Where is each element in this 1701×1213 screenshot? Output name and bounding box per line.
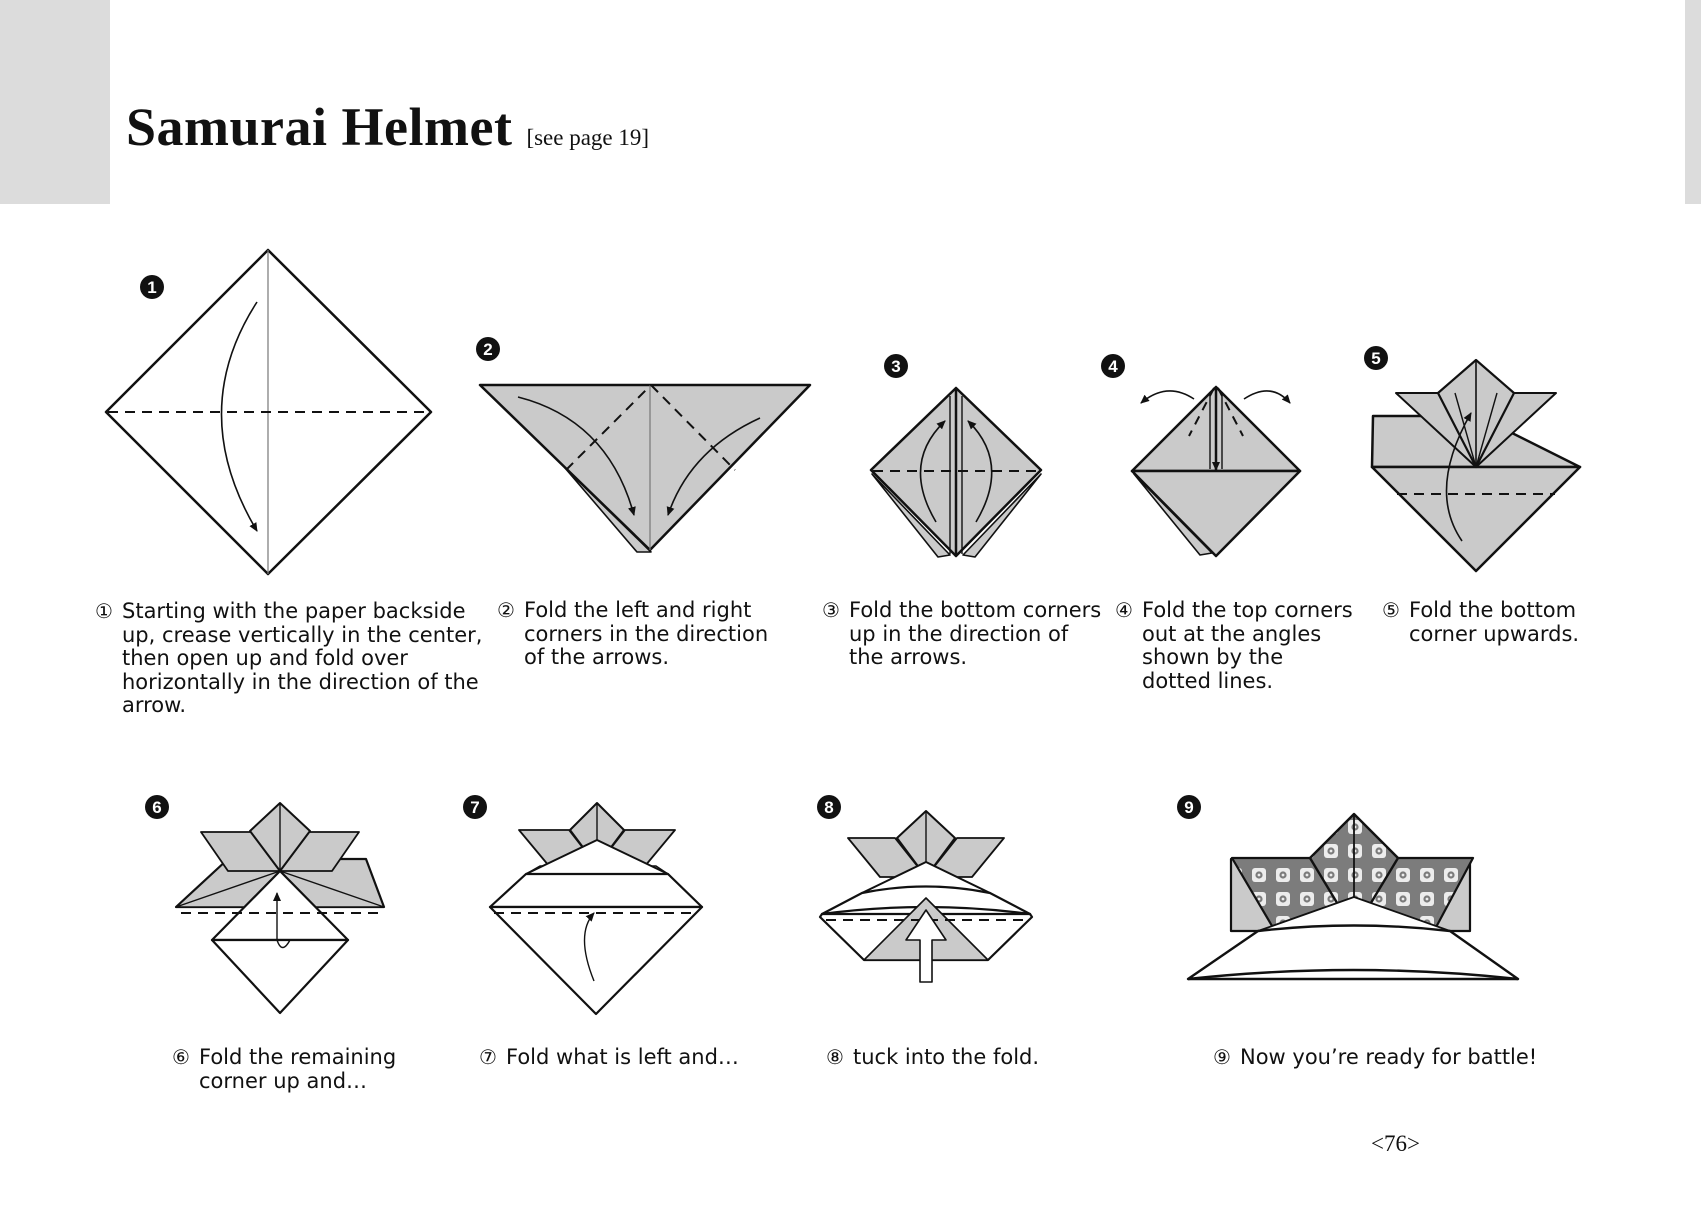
svg-text:8: 8 — [824, 798, 833, 817]
step-marker-9: 9 — [1177, 795, 1201, 819]
step-marker-1: 1 — [140, 275, 164, 299]
step-7-number: ⑦ — [479, 1045, 497, 1069]
step-9-diagram — [1186, 812, 1520, 981]
step-8-caption: ⑧ tuck into the fold. — [826, 1045, 1040, 1070]
step-2-caption: ② Fold the left and right corners in the… — [497, 598, 769, 670]
svg-text:2: 2 — [483, 340, 492, 359]
step-3-text: Fold the bottom corners up in the direct… — [849, 598, 1102, 669]
step-marker-5: 5 — [1364, 346, 1388, 370]
step-7-caption: ⑦ Fold what is left and… — [479, 1045, 739, 1070]
step-1-diagram — [104, 248, 433, 576]
step-9-text: Now you’re ready for battle! — [1240, 1045, 1538, 1069]
step-8-number: ⑧ — [826, 1045, 844, 1069]
step-2-diagram — [478, 383, 812, 553]
step-5-diagram — [1370, 358, 1582, 573]
svg-text:6: 6 — [152, 798, 161, 817]
step-7-text: Fold what is left and… — [506, 1045, 739, 1069]
step-6-number: ⑥ — [172, 1045, 190, 1069]
step-3-caption: ③ Fold the bottom corners up in the dire… — [822, 598, 1102, 670]
step-marker-3: 3 — [884, 354, 908, 378]
step-2-number: ② — [497, 598, 515, 622]
step-7-diagram — [488, 802, 704, 1016]
step-5-number: ⑤ — [1382, 598, 1400, 622]
step-4-diagram — [1130, 385, 1302, 558]
step-1-text: Starting with the paper backside up, cre… — [122, 599, 483, 717]
step-9-caption: ⑨ Now you’re ready for battle! — [1213, 1045, 1538, 1070]
step-9-number: ⑨ — [1213, 1045, 1231, 1069]
page-number: <76> — [1371, 1131, 1420, 1156]
page-reference: [see page 19] — [526, 125, 650, 150]
svg-text:4: 4 — [1108, 357, 1118, 376]
page-title: Samurai Helmet — [126, 97, 513, 157]
step-3-diagram — [869, 386, 1043, 558]
step-8-text: tuck into the fold. — [853, 1045, 1040, 1069]
step-4-caption: ④ Fold the top corners out at the angles… — [1115, 598, 1353, 693]
page-tab-left — [0, 0, 110, 204]
step-5-text: Fold the bottom corner upwards. — [1409, 598, 1580, 646]
step-4-text: Fold the top corners out at the angles s… — [1142, 598, 1353, 693]
step-6-diagram — [174, 802, 386, 1015]
step-2-text: Fold the left and right corners in the d… — [524, 598, 769, 669]
step-markers: 1 2 3 4 5 6 7 8 9 — [140, 275, 1388, 819]
step-marker-8: 8 — [817, 795, 841, 819]
step-8-diagram — [818, 810, 1034, 983]
step-5-caption: ⑤ Fold the bottom corner upwards. — [1382, 598, 1580, 646]
step-6-caption: ⑥ Fold the remaining corner up and… — [172, 1045, 397, 1093]
page-tab-right — [1685, 0, 1701, 204]
svg-text:1: 1 — [147, 278, 156, 297]
step-6-text: Fold the remaining corner up and… — [199, 1045, 397, 1093]
svg-text:3: 3 — [891, 357, 900, 376]
svg-text:7: 7 — [470, 798, 479, 817]
step-4-number: ④ — [1115, 598, 1133, 622]
step-3-number: ③ — [822, 598, 840, 622]
step-marker-7: 7 — [463, 795, 487, 819]
svg-text:5: 5 — [1371, 349, 1380, 368]
step-marker-6: 6 — [145, 795, 169, 819]
step-marker-4: 4 — [1101, 354, 1125, 378]
step-1-number: ① — [95, 599, 113, 623]
step-marker-2: 2 — [476, 337, 500, 361]
step-1-caption: ① Starting with the paper backside up, c… — [95, 599, 483, 718]
page-heading: Samurai Helmet [see page 19] — [126, 96, 649, 158]
svg-text:9: 9 — [1184, 798, 1193, 817]
